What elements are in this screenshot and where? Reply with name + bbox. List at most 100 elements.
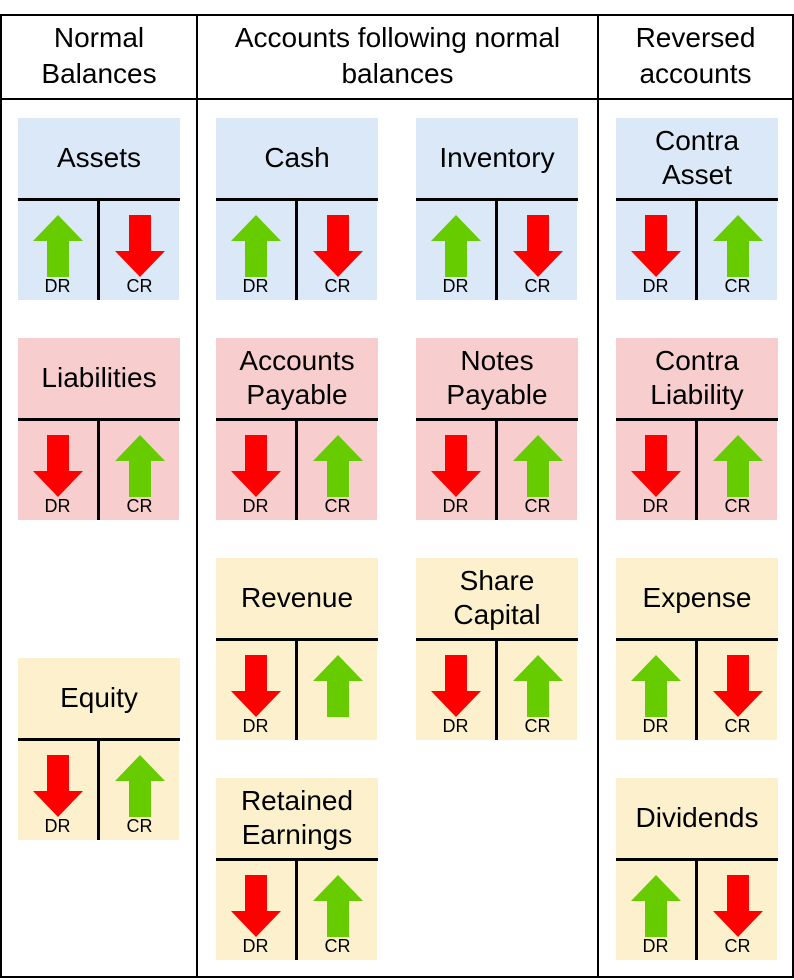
credit-label: CR bbox=[724, 716, 751, 736]
t-account-divider bbox=[97, 198, 100, 300]
debit-label: DR bbox=[642, 276, 669, 296]
debit-label: DR bbox=[442, 496, 469, 516]
credit-side: CR bbox=[698, 201, 777, 300]
header-normal-line-2: Balances bbox=[41, 58, 157, 89]
debit-side: DR bbox=[416, 201, 495, 300]
debit-label: DR bbox=[242, 496, 269, 516]
account-title-box: Cash bbox=[216, 118, 378, 198]
credit-label: CR bbox=[126, 496, 153, 516]
header-reversed-line-2: accounts bbox=[639, 58, 752, 89]
arrow-up-icon bbox=[631, 655, 681, 717]
arrow-down-icon bbox=[713, 875, 763, 937]
account-title-box: Contra Liability bbox=[616, 338, 778, 418]
account-title: Contra Liability bbox=[650, 345, 744, 410]
debit-label: DR bbox=[442, 276, 469, 296]
t-account-divider bbox=[295, 198, 298, 300]
debit-side: DR bbox=[616, 861, 695, 960]
account-title: Inventory bbox=[439, 142, 555, 173]
credit-side: CR bbox=[100, 741, 179, 840]
header-accounts-following: Accounts following normal balances bbox=[198, 14, 597, 98]
credit-side: CR bbox=[100, 421, 179, 520]
account-title-box: Accounts Payable bbox=[216, 338, 378, 418]
t-account-divider bbox=[495, 418, 498, 520]
debit-side: DR bbox=[616, 641, 695, 740]
credit-label: CR bbox=[324, 276, 351, 296]
arrow-down-icon bbox=[33, 435, 83, 497]
table-bottom-border bbox=[0, 976, 794, 978]
arrow-up-icon bbox=[231, 215, 281, 277]
debit-label: DR bbox=[642, 496, 669, 516]
credit-label: CR bbox=[724, 936, 751, 956]
account-title: Expense bbox=[642, 582, 752, 613]
account-title: Share Capital bbox=[453, 565, 541, 630]
t-account-divider bbox=[495, 198, 498, 300]
debit-side: DR bbox=[416, 421, 495, 520]
arrow-down-icon bbox=[631, 215, 681, 277]
arrow-down-icon bbox=[231, 875, 281, 937]
t-account-divider bbox=[97, 418, 100, 520]
arrow-up-icon bbox=[115, 435, 165, 497]
account-title: Revenue bbox=[240, 582, 354, 613]
arrow-up-icon bbox=[313, 875, 363, 937]
credit-side: CR bbox=[498, 201, 577, 300]
account-title-box: Share Capital bbox=[416, 558, 578, 638]
column-border-1 bbox=[196, 14, 198, 978]
credit-side: CR bbox=[298, 201, 377, 300]
account-title-box: Liabilities bbox=[18, 338, 180, 418]
debit-side: DR bbox=[216, 641, 295, 740]
account-title-box: Inventory bbox=[416, 118, 578, 198]
account-title: Accounts Payable bbox=[239, 345, 355, 410]
column-border-right bbox=[792, 14, 794, 978]
debit-side: DR bbox=[216, 201, 295, 300]
account-title: Notes Payable bbox=[446, 345, 548, 410]
debit-side: DR bbox=[18, 201, 97, 300]
debit-side: DR bbox=[216, 861, 295, 960]
credit-label: CR bbox=[126, 816, 153, 836]
credit-label: CR bbox=[324, 496, 351, 516]
header-reversed-line-1: Reversed bbox=[635, 22, 756, 53]
arrow-down-icon bbox=[115, 215, 165, 277]
credit-label: CR bbox=[524, 276, 551, 296]
t-account-divider bbox=[295, 858, 298, 960]
column-border-2 bbox=[597, 14, 599, 978]
account-title-box: Revenue bbox=[216, 558, 378, 638]
arrow-up-icon bbox=[631, 875, 681, 937]
credit-side: CR bbox=[498, 421, 577, 520]
debit-side: DR bbox=[416, 641, 495, 740]
credit-side: CR bbox=[698, 421, 777, 520]
debit-label: DR bbox=[442, 716, 469, 736]
t-account-divider bbox=[695, 858, 698, 960]
debit-label: DR bbox=[642, 936, 669, 956]
arrow-up-icon bbox=[431, 215, 481, 277]
account-title: Assets bbox=[56, 142, 142, 173]
account-title-box: Retained Earnings bbox=[216, 778, 378, 858]
t-account-divider bbox=[695, 198, 698, 300]
account-title-box: Notes Payable bbox=[416, 338, 578, 418]
credit-side: CR bbox=[498, 641, 577, 740]
arrow-up-icon bbox=[513, 435, 563, 497]
debit-side: DR bbox=[18, 421, 97, 520]
credit-label: CR bbox=[524, 496, 551, 516]
account-title: Cash bbox=[264, 142, 330, 173]
account-title-box: Expense bbox=[616, 558, 778, 638]
arrow-down-icon bbox=[231, 435, 281, 497]
credit-side bbox=[298, 641, 377, 740]
t-account-divider bbox=[295, 418, 298, 520]
arrow-down-icon bbox=[513, 215, 563, 277]
credit-side: CR bbox=[298, 421, 377, 520]
arrow-up-icon bbox=[313, 435, 363, 497]
debit-label: DR bbox=[242, 716, 269, 736]
credit-side: CR bbox=[100, 201, 179, 300]
